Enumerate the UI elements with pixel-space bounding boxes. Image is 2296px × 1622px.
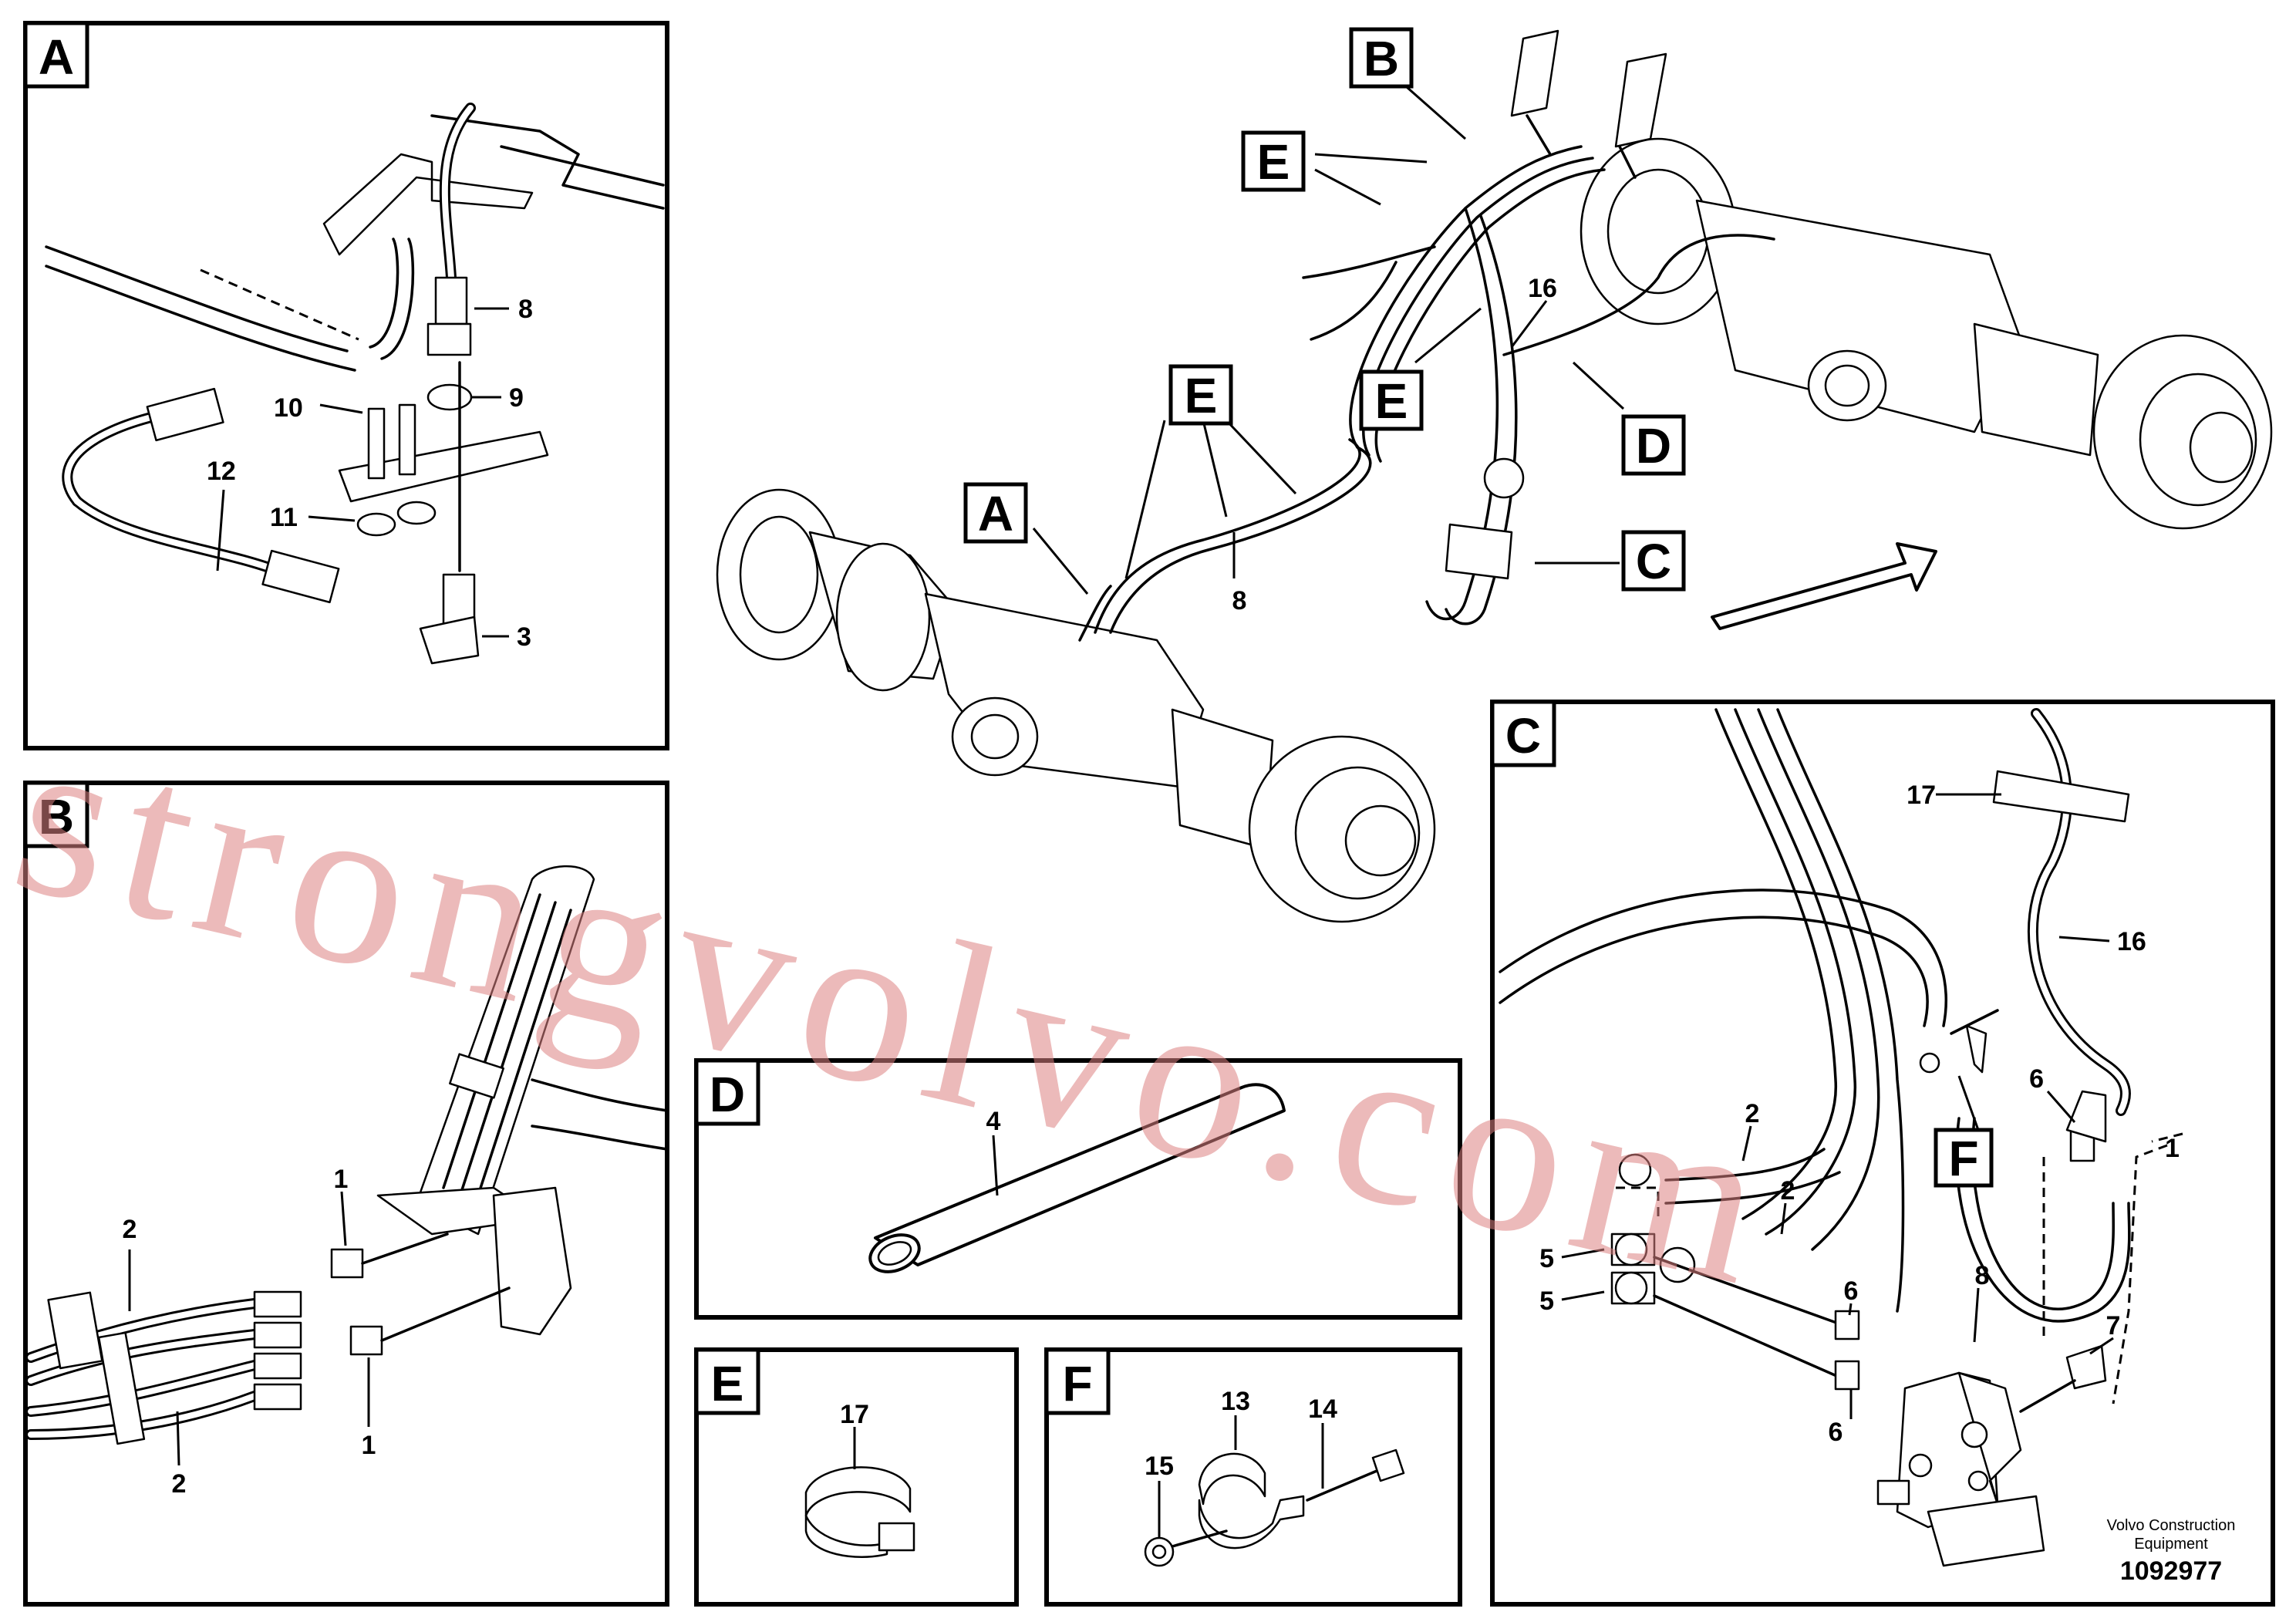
- a-part-10: 10: [274, 393, 303, 423]
- svg-text:A: A: [978, 486, 1013, 541]
- main-part-8: 8: [1232, 586, 1247, 615]
- a-part-12: 12: [207, 457, 236, 486]
- c-part-5-lower: 5: [1539, 1286, 1554, 1316]
- main-callout-E-left: E: [1168, 364, 1233, 426]
- c-part-1: 1: [2165, 1134, 2180, 1163]
- f-part-15: 15: [1145, 1452, 1174, 1481]
- svg-text:D: D: [1636, 418, 1671, 474]
- b-part-2-bottom: 2: [172, 1469, 187, 1499]
- c-part-6-lower: 6: [1829, 1418, 1843, 1447]
- main-callout-E-top: E: [1241, 130, 1306, 192]
- c-part-2-upper: 2: [1745, 1099, 1760, 1128]
- b-fittings: [253, 1248, 383, 1411]
- svg-text:A: A: [39, 29, 74, 85]
- svg-text:F: F: [1948, 1131, 1978, 1186]
- panel-e: E 17: [694, 1347, 1019, 1607]
- e-part-17: 17: [840, 1400, 869, 1429]
- panel-f: F 13 14 15: [1044, 1347, 1462, 1607]
- a-part-9: 9: [509, 383, 524, 413]
- svg-text:C: C: [1505, 708, 1541, 764]
- document-number: 1092977: [2120, 1556, 2222, 1586]
- a-part-8: 8: [518, 295, 533, 324]
- main-part-16: 16: [1528, 274, 1557, 303]
- c-part-16: 16: [2117, 927, 2146, 956]
- c-part-7: 7: [2106, 1311, 2121, 1340]
- hose-routing: [1094, 145, 1775, 634]
- c-callout-F: F: [1934, 1128, 1994, 1188]
- main-callout-C: C: [1621, 530, 1686, 592]
- c-part-8: 8: [1975, 1261, 1990, 1290]
- main-leaders: [1032, 79, 1625, 595]
- svg-text:E: E: [711, 1356, 744, 1411]
- credit-line-2: Equipment: [2134, 1536, 2208, 1553]
- f-part-13: 13: [1221, 1387, 1250, 1416]
- main-callout-D: D: [1621, 414, 1686, 476]
- panel-a: A 8 9 10 12 11: [23, 21, 669, 750]
- f-part-14: 14: [1308, 1394, 1337, 1424]
- c-part-5-upper: 5: [1539, 1244, 1554, 1273]
- rear-axle-drawing: [1580, 137, 2273, 530]
- panel-c: C: [1490, 700, 2275, 1607]
- c-part-6-right: 6: [2029, 1064, 2044, 1094]
- svg-text:B: B: [39, 789, 74, 845]
- svg-text:C: C: [1636, 534, 1671, 589]
- main-callout-B: B: [1349, 27, 1414, 89]
- b-part-1-top: 1: [334, 1165, 349, 1194]
- svg-text:F: F: [1062, 1356, 1092, 1411]
- a-part-3: 3: [517, 622, 531, 652]
- d-part-4: 4: [986, 1107, 1001, 1136]
- main-assembly: [716, 29, 2273, 923]
- main-callout-A: A: [963, 482, 1028, 544]
- c-part-17: 17: [1907, 781, 1936, 810]
- direction-arrow: [1711, 542, 1937, 630]
- a-part-11: 11: [270, 503, 298, 532]
- b-part-2-top: 2: [123, 1215, 137, 1244]
- svg-text:E: E: [1257, 134, 1290, 190]
- credit-line-1: Volvo Construction: [2107, 1517, 2236, 1534]
- pedal-drawing: [1510, 29, 1667, 179]
- svg-text:D: D: [710, 1067, 745, 1122]
- panel-d: D 4: [694, 1058, 1462, 1320]
- panel-b: B 1 1 2 2: [23, 781, 669, 1607]
- svg-text:E: E: [1185, 368, 1218, 423]
- main-callout-E-middle: E: [1359, 369, 1424, 431]
- c-part-2-lower: 2: [1781, 1176, 1795, 1206]
- c-part-6-upper: 6: [1844, 1276, 1859, 1306]
- front-axle-drawing: [716, 488, 1436, 923]
- svg-text:B: B: [1364, 31, 1399, 86]
- b-part-1-bottom: 1: [362, 1431, 376, 1460]
- svg-text:E: E: [1375, 373, 1408, 429]
